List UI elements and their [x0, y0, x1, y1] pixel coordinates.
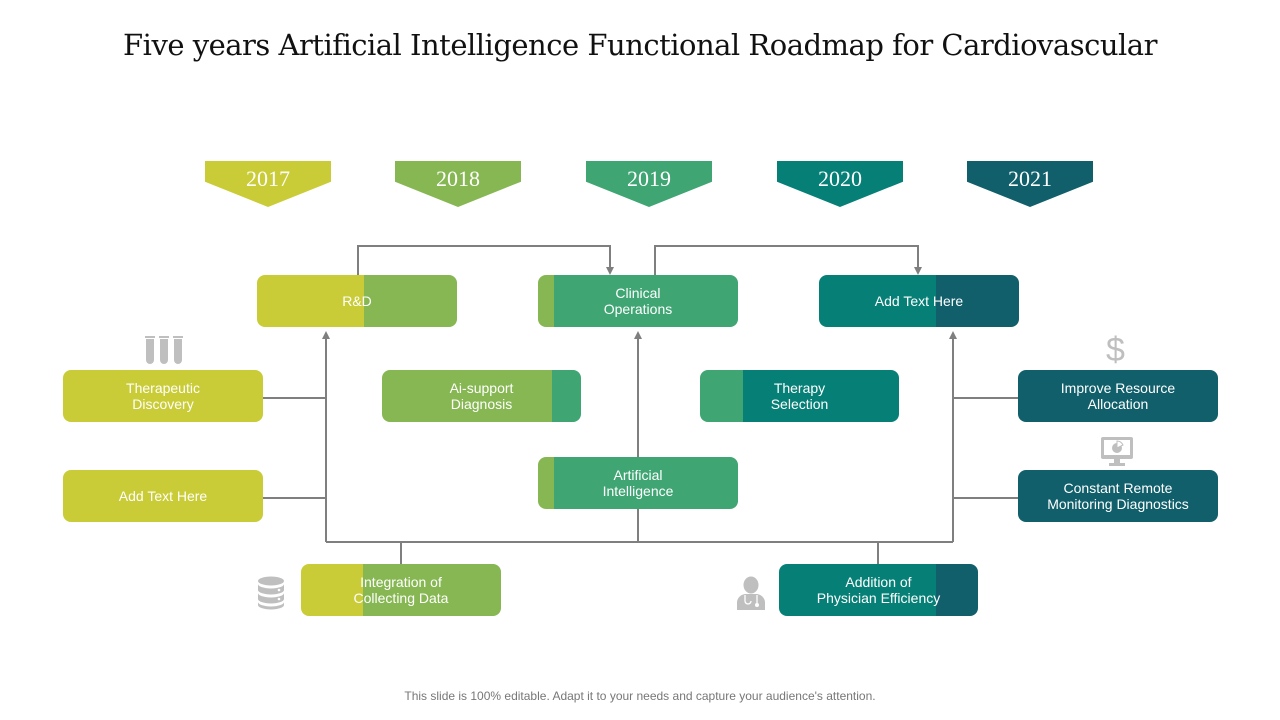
- year-label: 2017: [246, 166, 290, 191]
- arrow-head: [322, 331, 330, 339]
- monitor-chart-icon: [1101, 437, 1133, 466]
- arrow-head: [634, 331, 642, 339]
- node-label: Addition of Physician Efficiency: [816, 574, 941, 606]
- node-label: R&D: [342, 293, 372, 309]
- connector-rd-to-clinical: [357, 245, 611, 275]
- node-integration-collecting-data: Integration of Collecting Data: [301, 564, 501, 616]
- database-icon: [258, 576, 284, 610]
- node-label: Add Text Here: [874, 293, 964, 309]
- node-label: Improve Resource Allocation: [1060, 380, 1176, 412]
- node-label: Add Text Here: [118, 488, 208, 504]
- node-therapy-selection: Therapy Selection: [700, 370, 899, 422]
- node-label: Constant Remote Monitoring Diagnostics: [1047, 480, 1189, 512]
- arrow-head: [914, 267, 922, 275]
- node-label: Therapeutic Discovery: [126, 380, 200, 412]
- node-add-text-left: Add Text Here: [63, 470, 263, 522]
- connector-clinical-to-addtext: [654, 245, 919, 275]
- test-tubes-icon: [145, 336, 183, 364]
- node-improve-resource-allocation: Improve Resource Allocation: [1018, 370, 1218, 422]
- doctor-icon: [737, 576, 765, 610]
- node-label: Ai-support Diagnosis: [449, 380, 514, 412]
- node-clinical-operations: Clinical Operations: [538, 275, 738, 327]
- year-banner-2021: 2021: [967, 161, 1093, 207]
- year-label: 2018: [436, 166, 480, 191]
- node-ai-support-diagnosis: Ai-support Diagnosis: [382, 370, 581, 422]
- arrow-head: [949, 331, 957, 339]
- dollar-icon: $: [1106, 331, 1125, 369]
- node-label: Clinical Operations: [603, 285, 673, 317]
- arrow-head: [606, 267, 614, 275]
- footer-note: This slide is 100% editable. Adapt it to…: [404, 689, 876, 703]
- node-label: Therapy Selection: [770, 380, 829, 412]
- node-label: Integration of Collecting Data: [353, 574, 449, 606]
- node-constant-remote-monitoring: Constant Remote Monitoring Diagnostics: [1018, 470, 1218, 522]
- slide-title: Five years Artificial Intelligence Funct…: [123, 28, 1157, 62]
- node-addition-physician-efficiency: Addition of Physician Efficiency: [779, 564, 978, 616]
- year-label: 2021: [1008, 166, 1052, 191]
- year-label: 2020: [818, 166, 862, 191]
- node-label: Artificial Intelligence: [602, 467, 674, 499]
- node-artificial-intelligence: Artificial Intelligence: [538, 457, 738, 509]
- year-label: 2019: [627, 166, 671, 191]
- node-add-text-top: Add Text Here: [819, 275, 1019, 327]
- node-therapeutic-discovery: Therapeutic Discovery: [63, 370, 263, 422]
- node-rd: R&D: [257, 275, 457, 327]
